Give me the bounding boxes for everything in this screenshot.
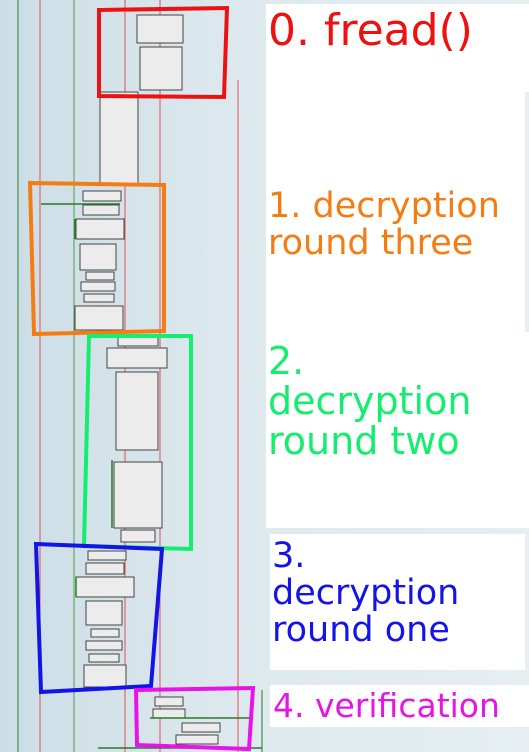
basic-block-6	[75, 218, 125, 240]
stage-outline-4	[133, 685, 256, 752]
basic-block-14	[115, 371, 159, 451]
basic-block-22	[85, 640, 123, 651]
stage-outline-2	[81, 334, 193, 552]
basic-block-13	[106, 347, 168, 369]
stage-label-round-two: 2. decryption round two	[268, 339, 472, 463]
stage-outline-3	[33, 541, 165, 695]
stage-label-verification: 4. verification	[273, 686, 500, 725]
label-panel-4	[270, 685, 529, 727]
basic-block-10	[83, 293, 115, 303]
basic-block-27	[181, 722, 221, 733]
basic-block-28	[175, 734, 219, 745]
basic-block-18	[85, 562, 125, 575]
basic-block-15	[113, 461, 163, 529]
label-panel-2	[266, 332, 529, 528]
stage-outline-0	[97, 5, 230, 100]
label-panel-3	[270, 534, 525, 670]
stage-outline-1	[27, 180, 166, 337]
basic-block-11	[74, 305, 124, 331]
basic-block-2	[139, 46, 183, 91]
basic-block-3	[99, 91, 139, 185]
label-panel-1	[266, 92, 525, 332]
basic-block-9	[80, 281, 116, 292]
basic-block-20	[85, 600, 123, 626]
basic-block-25	[154, 696, 184, 707]
basic-block-16	[120, 529, 156, 543]
basic-block-26	[152, 708, 186, 719]
basic-block-19	[75, 576, 135, 598]
basic-block-8	[85, 271, 115, 281]
basic-block-21	[90, 628, 120, 638]
basic-block-5	[82, 204, 120, 216]
basic-block-24	[83, 664, 127, 688]
basic-block-4	[82, 190, 122, 202]
label-panel-0	[266, 4, 529, 92]
basic-block-7	[79, 243, 117, 271]
stage-label-round-one: 3. decryption round one	[272, 536, 460, 650]
basic-block-23	[88, 653, 120, 663]
basic-block-17	[87, 550, 127, 561]
stage-label-round-three: 1. decryption round three	[268, 186, 500, 263]
stage-label-fread: 0. fread()	[268, 5, 473, 56]
basic-block-1	[136, 14, 184, 44]
